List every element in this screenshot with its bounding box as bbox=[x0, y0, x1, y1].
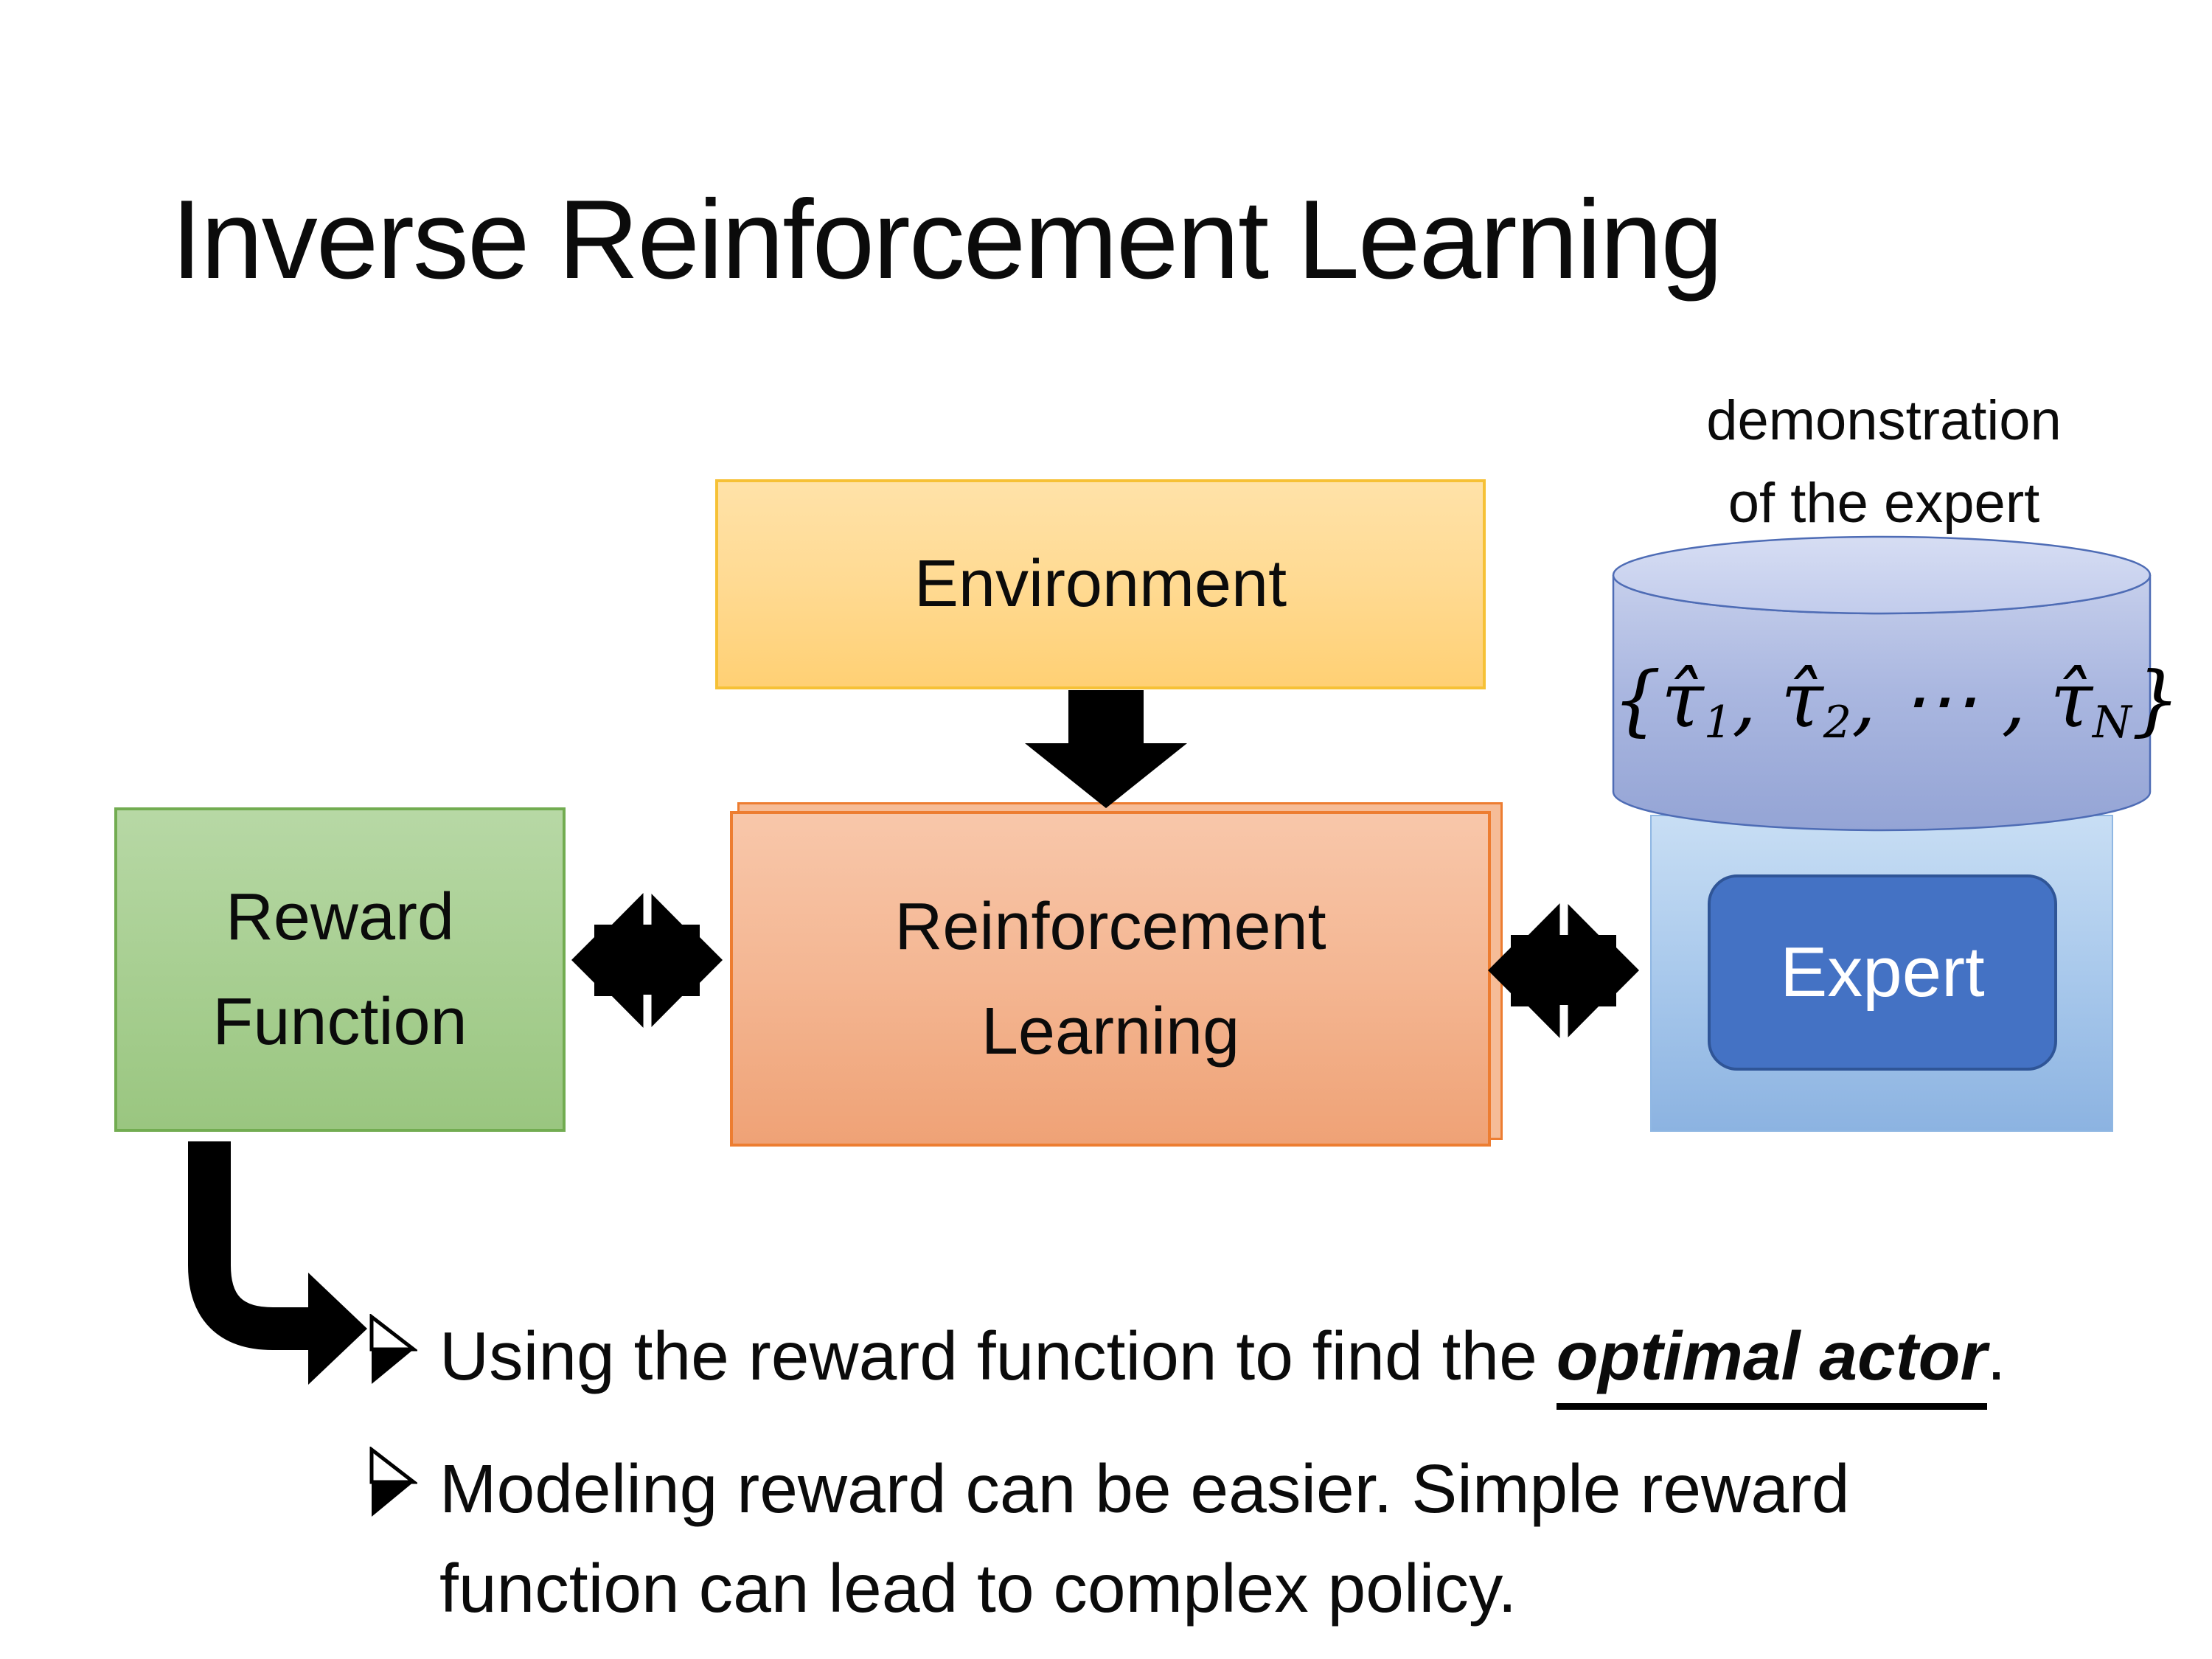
arrowhead-bullet-icon bbox=[369, 1314, 417, 1384]
bullet-1-text-after: . bbox=[1986, 1318, 2006, 1394]
slide-title: Inverse Reinforcement Learning bbox=[171, 177, 1723, 302]
expert-label: Expert bbox=[1780, 933, 1985, 1012]
demonstration-database-cylinder-icon bbox=[1612, 535, 2152, 832]
bullet-2-text: Modeling reward can be easier. Simple re… bbox=[439, 1439, 1850, 1638]
formula-tau-1: τ̂ bbox=[1661, 655, 1704, 745]
reward-rl-double-arrow-icon bbox=[571, 885, 723, 1034]
formula-tau-n: τ̂ bbox=[2050, 655, 2093, 745]
demonstration-caption: demonstration of the expert bbox=[1593, 380, 2175, 545]
formula-open-brace: { bbox=[1613, 655, 1662, 745]
formula-sub-n: N bbox=[2092, 697, 2132, 749]
bullet-item-1: Using the reward function to find the op… bbox=[369, 1307, 2006, 1410]
expert-box: Expert bbox=[1708, 874, 2057, 1071]
reward-to-bullets-elbow-arrow-icon bbox=[188, 1141, 367, 1385]
bullet-2-line2: function can lead to complex policy. bbox=[439, 1550, 1517, 1627]
demonstration-caption-line1: demonstration bbox=[1706, 389, 2062, 452]
bullet-1-text: Using the reward function to find the op… bbox=[439, 1307, 2006, 1410]
reward-function-box: Reward Function bbox=[114, 807, 566, 1132]
reinforcement-learning-label-line1: Reinforcement bbox=[894, 889, 1326, 964]
bullet-item-2: Modeling reward can be easier. Simple re… bbox=[369, 1439, 1850, 1638]
environment-label: Environment bbox=[914, 547, 1287, 621]
reward-function-label-line1: Reward bbox=[225, 880, 455, 954]
demonstration-caption-line2: of the expert bbox=[1728, 472, 2040, 535]
formula-sub-1: 1 bbox=[1703, 697, 1733, 749]
trajectory-set-formula: {τ̂1, τ̂2, ⋯ , τ̂N} bbox=[1613, 655, 2180, 749]
bullet-1-text-before: Using the reward function to find the bbox=[439, 1318, 1557, 1394]
rl-expert-double-arrow-icon bbox=[1488, 895, 1639, 1045]
reinforcement-learning-label-line2: Learning bbox=[981, 994, 1240, 1068]
bullet-1-emphasis: optimal actor bbox=[1556, 1318, 1987, 1410]
formula-close-brace: } bbox=[2131, 655, 2180, 745]
formula-sep-2: , ⋯ , bbox=[1851, 655, 2051, 745]
arrowhead-bullet-icon bbox=[369, 1447, 417, 1517]
formula-sep-1: , bbox=[1732, 655, 1781, 745]
environment-to-rl-down-arrow-icon bbox=[1025, 690, 1187, 808]
reward-function-label-line2: Function bbox=[212, 985, 467, 1059]
reinforcement-learning-box: Reinforcement Learning bbox=[730, 811, 1491, 1147]
bullet-2-line1: Modeling reward can be easier. Simple re… bbox=[439, 1450, 1850, 1527]
formula-sub-2: 2 bbox=[1823, 697, 1852, 749]
environment-box: Environment bbox=[715, 479, 1486, 689]
formula-tau-2: τ̂ bbox=[1781, 655, 1823, 745]
